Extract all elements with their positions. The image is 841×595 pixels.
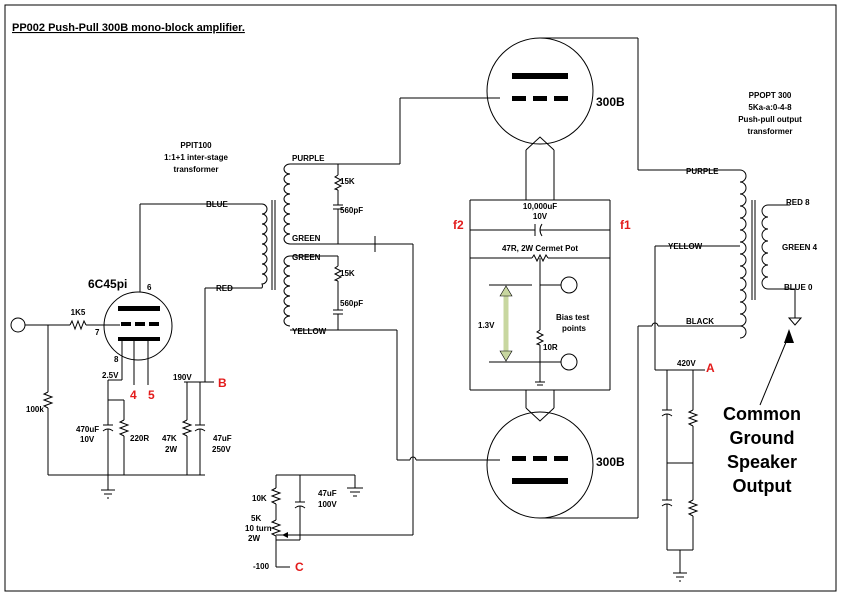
- label-m100: -100: [253, 562, 270, 571]
- note-line4: Output: [733, 476, 792, 496]
- label-5k: 5K: [251, 514, 261, 523]
- opt-primary-coil: [739, 169, 747, 339]
- resistor-47k: [181, 419, 193, 437]
- label-47k: 47K: [162, 434, 177, 443]
- tube-6c45pi-label: 6C45pi: [88, 277, 127, 291]
- label-47k-w: 2W: [165, 445, 177, 454]
- label-10k: 10K: [252, 494, 267, 503]
- marker-c: C: [295, 560, 304, 574]
- note-line3: Speaker: [727, 452, 797, 472]
- anode-plate: [118, 306, 160, 311]
- opt-line4: transformer: [748, 127, 793, 136]
- is-blue-label: BLUE: [206, 200, 228, 209]
- note-line2: Ground: [730, 428, 795, 448]
- label-560pf-lower: 560pF: [340, 299, 363, 308]
- resistor-15k-lower: [333, 265, 343, 282]
- label-1k5: 1K5: [71, 308, 86, 317]
- label-47uf-v: 250V: [212, 445, 231, 454]
- frame-border: [4, 4, 837, 592]
- label-2v5: 2.5V: [102, 371, 119, 380]
- resistor-1k5: [69, 319, 87, 331]
- opt-blue0-label: BLUE 0: [784, 283, 813, 292]
- is-red-label: RED: [216, 284, 233, 293]
- note-line1: Common: [723, 404, 801, 424]
- marker-f2: f2: [453, 218, 464, 232]
- label-47uf: 47uF: [213, 434, 232, 443]
- resistor-15k-upper: [333, 174, 343, 191]
- label-1v3: 1.3V: [478, 321, 495, 330]
- ppit-line3: transformer: [174, 165, 219, 174]
- resistor-10k: [270, 487, 282, 505]
- tube-300b-bottom-label: 300B: [596, 455, 625, 469]
- label-bias2: points: [562, 324, 587, 333]
- ppit-line1: PPIT100: [180, 141, 212, 150]
- is-primary-coil: [261, 203, 268, 289]
- label-47uf-b: 47uF: [318, 489, 337, 498]
- input-jack: [10, 317, 26, 333]
- label-5k-w: 2W: [248, 534, 260, 543]
- label-100k: 100k: [26, 405, 44, 414]
- cathode: [118, 337, 160, 341]
- label-15k-lower: 15K: [340, 269, 355, 278]
- opt-purple-label: PURPLE: [686, 167, 719, 176]
- heater-pin-5: 5: [148, 388, 155, 402]
- label-10000uf-v: 10V: [533, 212, 548, 221]
- resistor-100k: [42, 391, 54, 409]
- ppit-line2: 1:1+1 inter-stage: [164, 153, 228, 162]
- resistor-220r: [118, 419, 130, 437]
- opt-red8-label: RED 8: [786, 198, 810, 207]
- label-bias1: Bias test: [556, 313, 590, 322]
- label-5k-turn: 10 turn: [245, 524, 272, 533]
- label-420v: 420V: [677, 359, 696, 368]
- resistor-10r: [535, 329, 545, 346]
- label-470uf-v: 10V: [80, 435, 95, 444]
- opt-line2: 5Ka-a:0-4-8: [748, 103, 792, 112]
- bias-test-point-upper: [560, 276, 578, 294]
- pin-6: 6: [147, 283, 152, 292]
- opt-black-label: BLACK: [686, 317, 714, 326]
- is-secondary-lower: [283, 255, 291, 327]
- is-green2-label: GREEN: [292, 253, 321, 262]
- is-purple-label: PURPLE: [292, 154, 325, 163]
- tube-6c45pi: [103, 291, 173, 361]
- opt-line3: Push-pull output: [738, 115, 802, 124]
- is-green1-label: GREEN: [292, 234, 321, 243]
- opt-line1: PPOPT 300: [749, 91, 792, 100]
- marker-a: A: [706, 361, 715, 375]
- label-220r: 220R: [130, 434, 149, 443]
- opt-secondary-coil: [761, 204, 769, 290]
- label-470uf: 470uF: [76, 425, 99, 434]
- label-15k-upper: 15K: [340, 177, 355, 186]
- marker-f1: f1: [620, 218, 631, 232]
- is-yellow-label: YELLOW: [292, 327, 327, 336]
- pot-47r: [531, 253, 549, 263]
- label-pot: 47R, 2W Cermet Pot: [502, 244, 578, 253]
- label-560pf-upper: 560pF: [340, 206, 363, 215]
- pin-7: 7: [95, 328, 100, 337]
- marker-b: B: [218, 376, 227, 390]
- label-190v: 190V: [173, 373, 192, 382]
- pin-8: 8: [114, 355, 119, 364]
- label-10r: 10R: [543, 343, 558, 352]
- title: PP002 Push-Pull 300B mono-block amplifie…: [12, 22, 245, 34]
- is-secondary-upper: [283, 163, 291, 245]
- label-47uf-b-v: 100V: [318, 500, 337, 509]
- pot-5k: [270, 519, 282, 537]
- label-10000uf: 10,000uF: [523, 202, 557, 211]
- opt-green4-label: GREEN 4: [782, 243, 818, 252]
- tube-300b-bottom: [486, 411, 594, 519]
- tube-300b-top: [486, 37, 594, 145]
- heater-pin-4: 4: [130, 388, 137, 402]
- tube-300b-top-label: 300B: [596, 95, 625, 109]
- bias-test-point-lower: [560, 353, 578, 371]
